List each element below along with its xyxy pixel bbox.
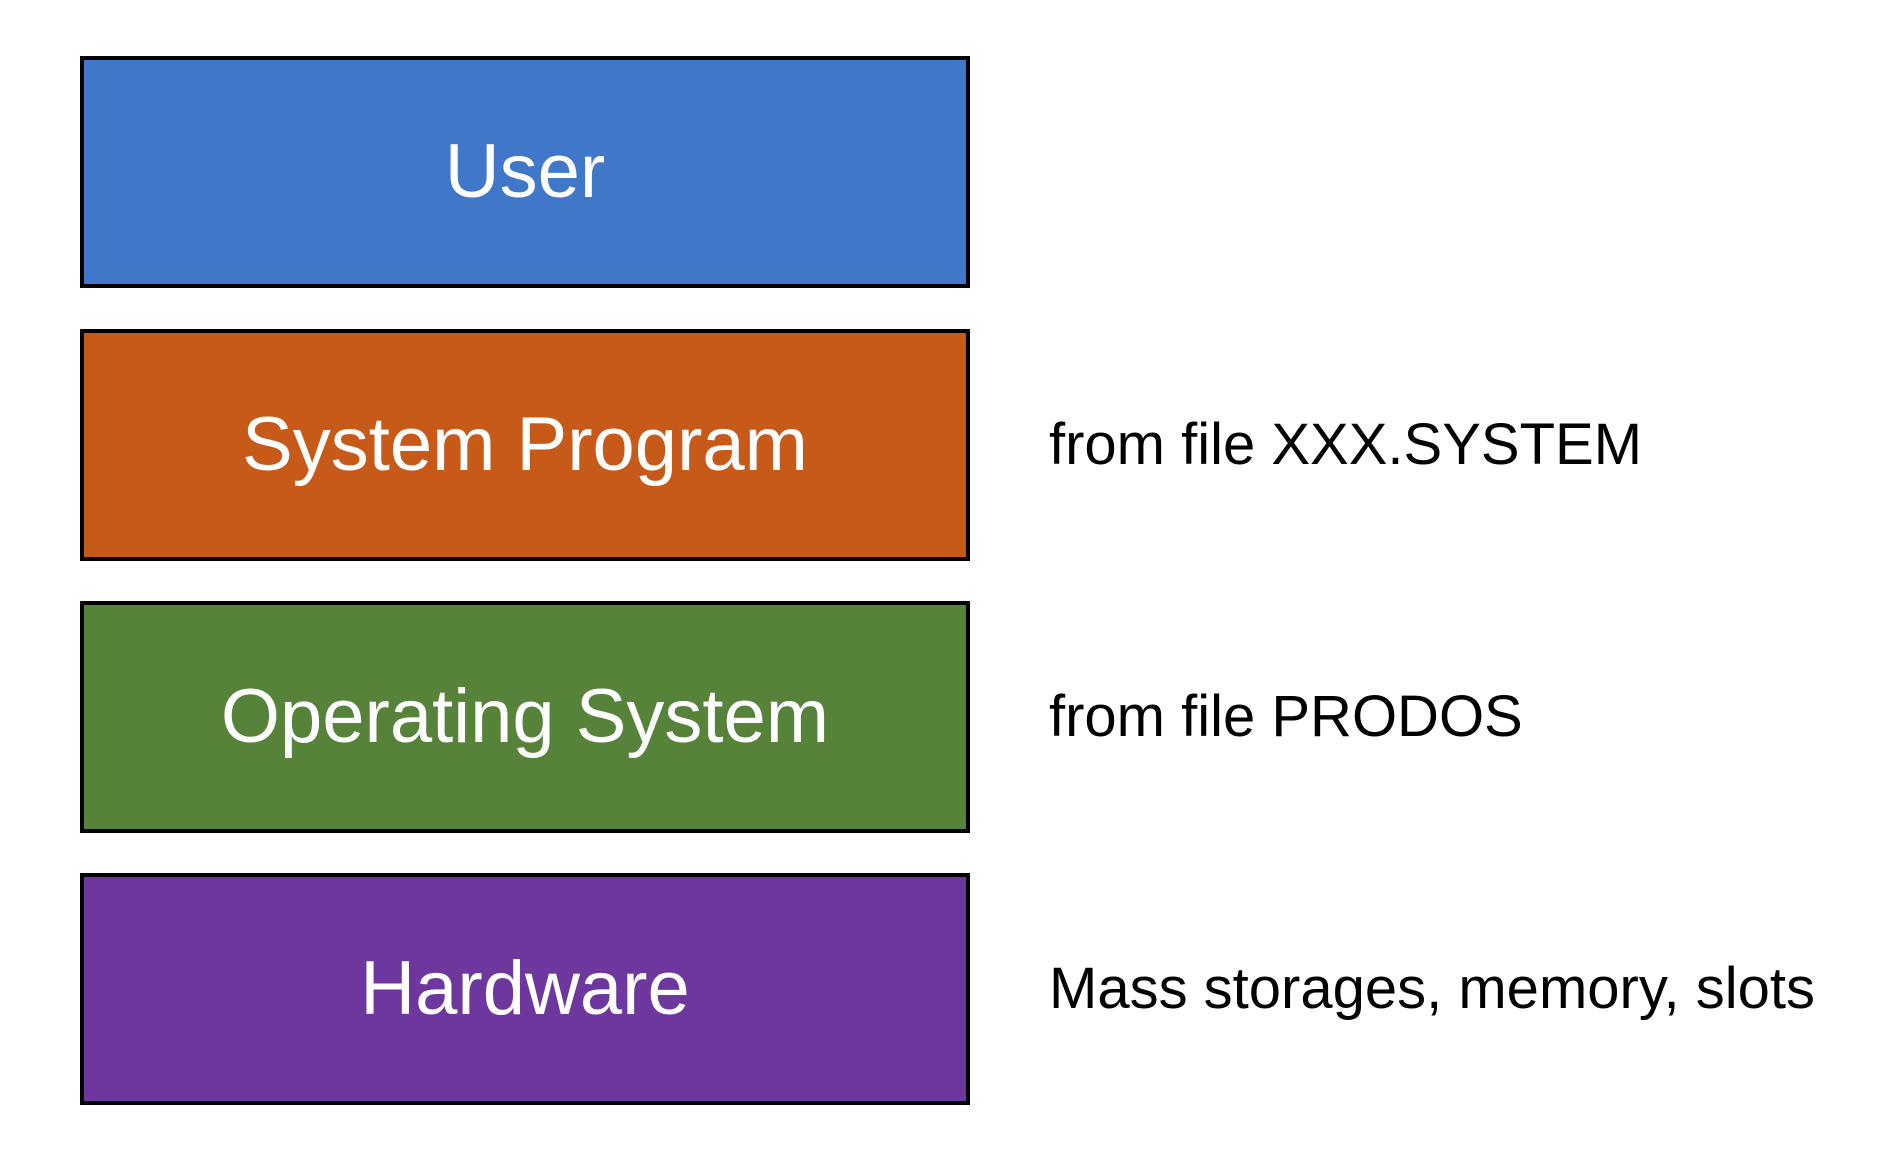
hardware-note: Mass storages, memory, slots bbox=[1049, 873, 1815, 1105]
layer-user-label: User bbox=[444, 129, 606, 214]
operating-system-note: from file PRODOS bbox=[1049, 601, 1523, 833]
operating-system-note-text: from file PRODOS bbox=[1049, 684, 1523, 749]
layer-operating-system: Operating System bbox=[80, 601, 970, 833]
system-program-note-text: from file XXX.SYSTEM bbox=[1049, 412, 1643, 477]
layer-system-program-label: System Program bbox=[242, 402, 808, 487]
layer-user: User bbox=[80, 56, 970, 288]
layer-operating-system-label: Operating System bbox=[220, 674, 830, 759]
layer-hardware-label: Hardware bbox=[360, 946, 690, 1031]
hardware-note-text: Mass storages, memory, slots bbox=[1049, 956, 1816, 1021]
layer-hardware: Hardware bbox=[80, 873, 970, 1105]
system-program-note: from file XXX.SYSTEM bbox=[1049, 329, 1642, 561]
layer-system-program: System Program bbox=[80, 329, 970, 561]
